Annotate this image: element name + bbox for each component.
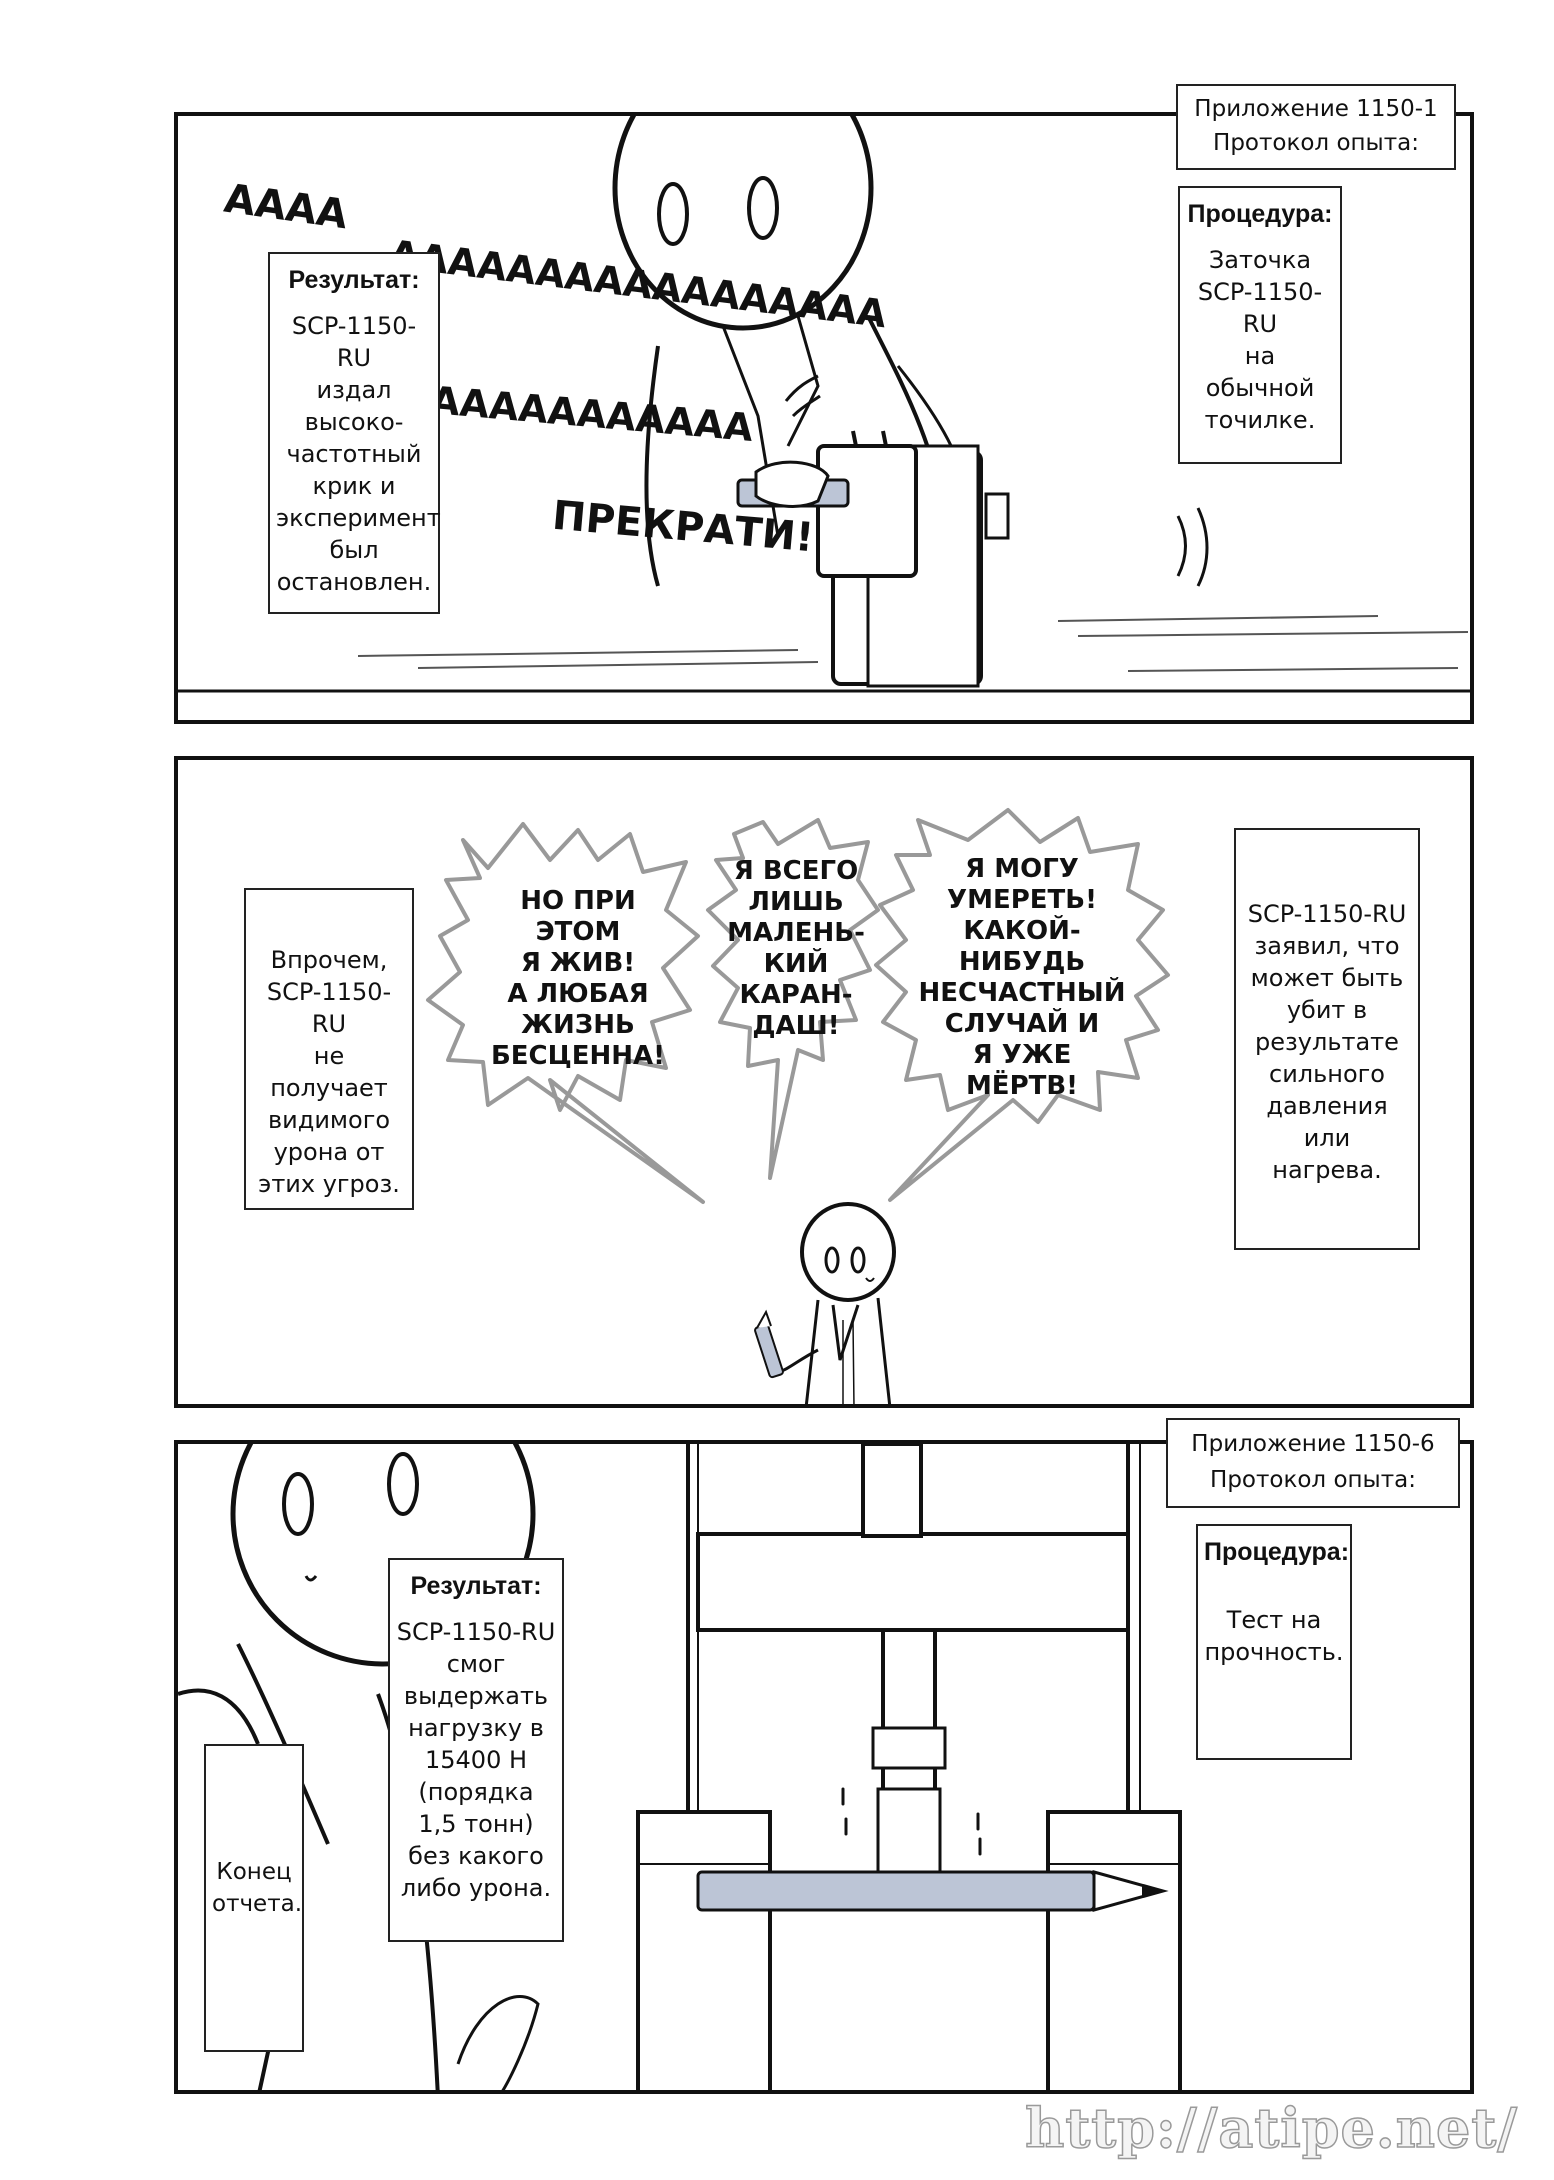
left-caption-text: Впрочем, SCP-1150-RU не получает видимог… [258,946,400,1198]
speech-bubble-1: НО ПРИ ЭТОМ Я ЖИВ! А ЛЮБАЯ ЖИЗНЬ БЕСЦЕНН… [490,886,666,1071]
result-box-1: Результат: SCP-1150-RU издал высоко- час… [268,252,441,614]
panel-2-art [426,808,1170,1404]
appendix-label-2: Приложение 1150-6 Протокол опыта: [1166,1418,1460,1508]
result-text: SCP-1150-RU издал высоко- частотный крик… [276,312,441,596]
speech-bubble-3: Я МОГУ УМЕРЕТЬ! КАКОЙ- НИБУДЬ НЕСЧАСТНЫЙ… [918,854,1126,1101]
result-box-2: Результат: SCP-1150-RU смог выдержать на… [388,1558,564,1942]
right-caption-box: SCP-1150-RU заявил, что может быть убит … [1234,828,1420,1250]
left-caption-box: Впрочем, SCP-1150-RU не получает видимог… [244,888,414,1210]
procedure-text: Заточка SCP-1150-RU на обычной точилке. [1197,246,1323,434]
procedure-heading-2: Процедура: [1204,1538,1350,1566]
panel-2: НО ПРИ ЭТОМ Я ЖИВ! А ЛЮБАЯ ЖИЗНЬ БЕСЦЕНН… [174,756,1474,1408]
end-caption-text: Конец отчета. [212,1859,303,1917]
procedure-heading: Процедура: [1187,200,1333,228]
procedure-box-2: Процедура: Тест на прочность. [1196,1524,1352,1760]
panel-1-art [178,116,1470,693]
appendix-label-1-text: Приложение 1150-1 Протокол опыта: [1194,96,1438,156]
result-heading-2: Результат: [410,1572,542,1600]
appendix-label-2-text: Приложение 1150-6 Протокол опыта: [1191,1431,1435,1493]
appendix-label-1: Приложение 1150-1 Протокол опыта: [1176,84,1456,170]
procedure-box-1: Процедура: Заточка SCP-1150-RU на обычно… [1178,186,1342,464]
panel-1: AAAA AAAAAAAAAAAAAAAAA AAAAAAAAAAA ПРЕКР… [174,112,1474,724]
panel-3: Результат: SCP-1150-RU смог выдержать на… [174,1440,1474,2094]
result-heading: Результат: [288,266,420,294]
right-caption-text: SCP-1150-RU заявил, что может быть убит … [1247,900,1407,1184]
speech-bubble-2: Я ВСЕГО ЛИШЬ МАЛЕНЬ- КИЙ КАРАН- ДАШ! [727,856,865,1041]
watermark: http://atipe.net/ [1024,2095,1518,2161]
result-text-2: SCP-1150-RU смог выдержать нагрузку в 15… [396,1618,556,1902]
panel-3-art [178,1444,1182,2090]
end-caption-box: Конец отчета. [204,1744,304,2052]
procedure-text-2: Тест на прочность. [1204,1606,1344,1666]
